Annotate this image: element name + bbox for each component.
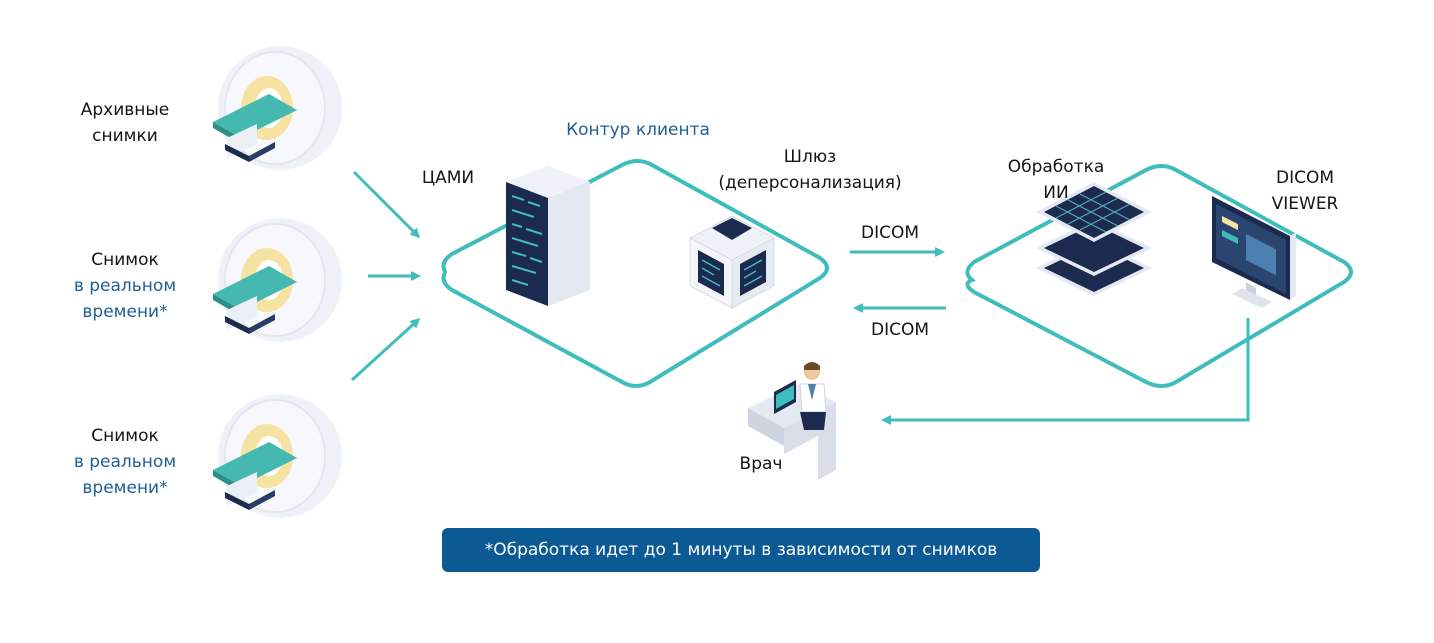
viewer-label-line: DICOM — [1275, 168, 1335, 188]
doctor-at-desk-icon — [748, 362, 836, 480]
cami-label: ЦАМИ — [421, 168, 475, 188]
client-contour-label: Контур клиента — [566, 120, 710, 140]
source-label-line: времени* — [82, 478, 168, 498]
arrow-archive-to-contour — [352, 170, 421, 239]
mri-scanner-icon — [213, 46, 342, 170]
source-label-line: времени* — [82, 302, 168, 322]
arrow-viewer-to-doctor — [881, 318, 1250, 425]
gateway-label-line: Шлюз — [783, 147, 837, 167]
viewer-label: DICOM VIEWER — [1250, 165, 1360, 217]
ai-contour-shape — [965, 164, 1353, 388]
source-label-archive: Архивные снимки — [60, 97, 190, 149]
server-tower-icon — [506, 166, 590, 306]
gateway-cube-icon — [688, 215, 776, 309]
source-label-line: снимки — [92, 126, 158, 146]
gateway-label: Шлюз (деперсонализация) — [700, 144, 920, 196]
ai-processing-label: Обработка ИИ — [996, 154, 1116, 206]
dicom-back-label: DICOM — [870, 320, 930, 340]
ai-processing-stack-icon — [1036, 182, 1152, 296]
mri-scanner-icon — [213, 218, 342, 342]
source-label-line: в реальном — [73, 452, 177, 472]
ai-processing-label-line: ИИ — [1043, 183, 1069, 203]
source-label-line: в реальном — [73, 276, 177, 296]
source-label-line: Снимок — [91, 250, 159, 270]
source-label-realtime-1: Снимок в реальном времени* — [50, 247, 200, 325]
source-label-line: Снимок — [91, 426, 159, 446]
client-contour-shape — [441, 159, 829, 388]
doctor-label: Врач — [739, 454, 783, 474]
viewer-label-line: VIEWER — [1271, 194, 1339, 214]
ai-processing-label-line: Обработка — [1007, 157, 1105, 177]
dicom-forward-label: DICOM — [860, 223, 920, 243]
gateway-label-line: (деперсонализация) — [718, 173, 902, 193]
arrow-realtime2-to-contour — [350, 317, 421, 382]
mri-scanner-icon — [213, 394, 342, 518]
processing-time-note: *Обработка идет до 1 минуты в зависимост… — [442, 528, 1040, 572]
dicom-viewer-monitor-icon — [1212, 196, 1296, 308]
source-label-realtime-2: Снимок в реальном времени* — [50, 423, 200, 501]
source-label-line: Архивные — [80, 100, 170, 120]
